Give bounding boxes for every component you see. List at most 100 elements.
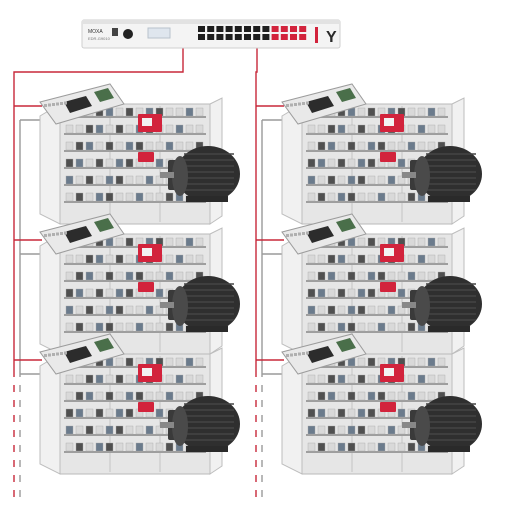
din-module xyxy=(95,271,104,281)
motor-base xyxy=(428,326,470,332)
din-module xyxy=(397,158,406,168)
motor-base xyxy=(428,196,470,202)
din-module xyxy=(367,425,376,435)
din-module xyxy=(327,271,336,281)
din-rail xyxy=(64,331,206,333)
din-module xyxy=(367,374,376,384)
din-module xyxy=(95,408,104,418)
board-terminal xyxy=(290,353,293,357)
din-module xyxy=(337,442,346,452)
din-module xyxy=(115,158,124,168)
din-module xyxy=(115,374,124,384)
din-module xyxy=(75,175,84,185)
din-module xyxy=(357,158,366,168)
din-module xyxy=(377,175,386,185)
switch-port xyxy=(271,26,279,32)
din-module xyxy=(155,158,164,168)
din-module xyxy=(317,374,326,384)
din-module xyxy=(427,374,436,384)
din-module xyxy=(357,374,366,384)
din-module xyxy=(327,408,336,418)
din-module xyxy=(407,254,416,264)
board-terminal xyxy=(52,353,55,356)
din-module xyxy=(135,425,144,435)
din-module xyxy=(165,141,174,151)
din-rail xyxy=(64,434,206,436)
din-module xyxy=(437,374,446,384)
din-module xyxy=(125,192,134,202)
din-module xyxy=(175,141,184,151)
din-rail xyxy=(64,366,206,368)
motor-endcap xyxy=(172,406,188,446)
din-rail xyxy=(64,150,206,152)
board-terminal xyxy=(306,351,309,355)
din-module xyxy=(337,141,346,151)
board-terminal xyxy=(302,352,305,355)
cabinet-unit xyxy=(281,213,482,355)
din-module xyxy=(125,107,134,117)
switch-logo-glyph: Y xyxy=(326,29,337,46)
din-module xyxy=(307,391,316,401)
drive-module xyxy=(380,152,396,162)
din-module xyxy=(135,322,144,332)
din-module xyxy=(357,322,366,332)
din-module xyxy=(115,192,124,202)
din-module xyxy=(327,141,336,151)
din-module xyxy=(317,175,326,185)
din-module xyxy=(317,425,326,435)
din-module xyxy=(367,192,376,202)
din-module xyxy=(195,124,204,134)
din-module xyxy=(145,192,154,202)
din-module xyxy=(125,288,134,298)
heatsink xyxy=(64,96,92,113)
switch-port xyxy=(299,26,307,32)
din-module xyxy=(367,141,376,151)
din-module xyxy=(95,254,104,264)
din-module xyxy=(95,305,104,315)
din-module xyxy=(155,322,164,332)
din-module xyxy=(175,271,184,281)
din-module xyxy=(377,442,386,452)
din-module xyxy=(357,124,366,134)
din-module xyxy=(75,374,84,384)
din-module xyxy=(165,357,174,367)
motor-endcap xyxy=(172,156,188,196)
din-module xyxy=(115,322,124,332)
din-module xyxy=(417,237,426,247)
din-module xyxy=(125,237,134,247)
motor-shaft xyxy=(160,422,174,428)
din-module xyxy=(327,425,336,435)
din-module xyxy=(145,425,154,435)
din-module xyxy=(367,124,376,134)
din-rail xyxy=(306,297,448,299)
din-module xyxy=(367,158,376,168)
cabinet-unit xyxy=(39,213,240,355)
din-module xyxy=(357,408,366,418)
din-module xyxy=(125,158,134,168)
din-module xyxy=(387,391,396,401)
din-module xyxy=(307,374,316,384)
din-module xyxy=(347,192,356,202)
din-module xyxy=(337,175,346,185)
din-module xyxy=(347,425,356,435)
motor-base xyxy=(428,446,470,452)
din-module xyxy=(357,107,366,117)
din-module xyxy=(75,288,84,298)
din-module xyxy=(337,408,346,418)
drive-display xyxy=(384,118,394,126)
din-rail xyxy=(64,383,206,385)
din-module xyxy=(65,425,74,435)
din-module xyxy=(377,192,386,202)
din-module xyxy=(115,124,124,134)
din-module xyxy=(417,374,426,384)
din-module xyxy=(357,175,366,185)
switch-port xyxy=(280,26,288,32)
din-module xyxy=(175,107,184,117)
switch-port xyxy=(262,26,270,32)
din-module xyxy=(377,141,386,151)
din-module xyxy=(175,374,184,384)
board-terminal xyxy=(56,102,59,106)
din-module xyxy=(85,141,94,151)
din-module xyxy=(185,374,194,384)
din-module xyxy=(195,374,204,384)
